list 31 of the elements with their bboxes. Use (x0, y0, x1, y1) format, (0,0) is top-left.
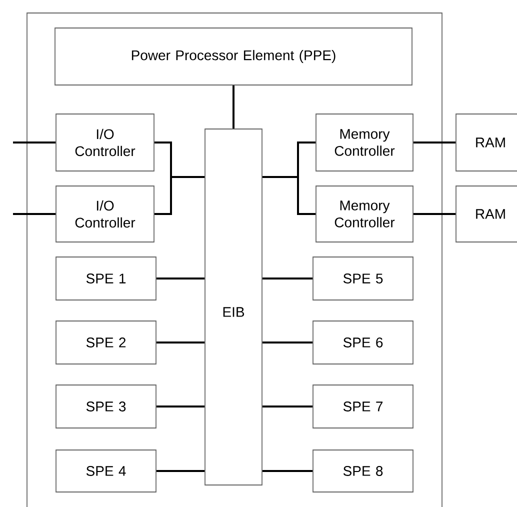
connector-line (156, 342, 205, 344)
block-box: SPE 3 (56, 384, 156, 428)
block-box: I/O Controller (56, 114, 154, 172)
connector-line (13, 213, 56, 215)
connector-line (262, 406, 313, 408)
block-box: Memory Controller (316, 114, 414, 172)
connector-line (262, 470, 313, 472)
connector-line (262, 342, 313, 344)
block-box: SPE 5 (312, 256, 414, 300)
connector-line (413, 142, 456, 144)
connector-line (262, 278, 313, 280)
connector-line (262, 176, 316, 215)
connector-line (413, 213, 456, 215)
block-box: RAM (456, 114, 517, 172)
block-box: SPE 2 (56, 320, 156, 364)
connector-line (156, 470, 205, 472)
connector-line (156, 406, 205, 408)
block-box: Power Processor Element (PPE) (54, 28, 412, 86)
connector-line (232, 85, 234, 129)
block-box: SPE 4 (56, 450, 156, 492)
block-box: SPE 7 (312, 384, 414, 428)
connector-line (154, 176, 205, 215)
block-box: SPE 1 (56, 256, 156, 300)
block-box: SPE 8 (312, 450, 414, 492)
bus-box: EIB (204, 128, 262, 486)
connector-line (13, 142, 56, 144)
block-box: RAM (456, 186, 517, 242)
connector-line (156, 278, 205, 280)
block-box: Memory Controller (316, 186, 414, 242)
block-box: I/O Controller (56, 186, 154, 242)
block-box: SPE 6 (312, 320, 414, 364)
